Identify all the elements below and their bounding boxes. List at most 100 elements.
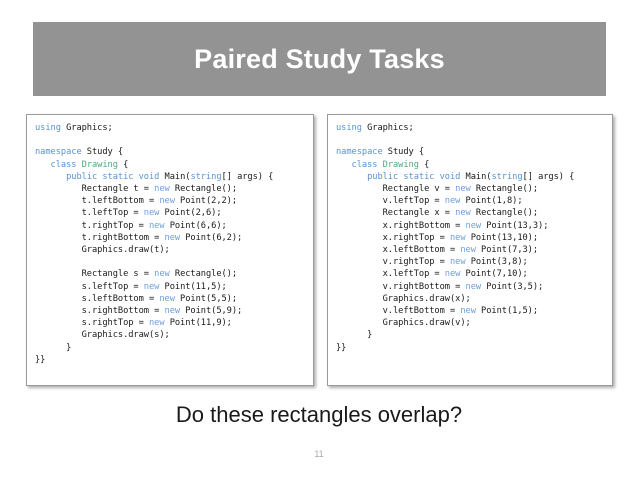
code-line: }}: [336, 342, 612, 354]
code-token: x.rightBottom =: [336, 220, 466, 231]
code-line: s.leftBottom = new Point(5,5);: [35, 293, 313, 305]
code-token: new: [143, 208, 160, 219]
code-line: public static void Main(string[] args) {: [35, 171, 313, 183]
code-line: s.leftTop = new Point(11,5);: [35, 281, 313, 293]
code-token: s.leftTop =: [35, 281, 144, 292]
code-token: namespace: [336, 147, 383, 158]
code-line: t.rightBottom = new Point(6,2);: [35, 232, 313, 244]
code-token: Point(11,9);: [164, 318, 232, 329]
code-token: class: [351, 159, 378, 170]
code-line: x.leftTop = new Point(7,10);: [336, 268, 612, 280]
code-line: v.leftBottom = new Point(1,5);: [336, 305, 612, 317]
code-token: [336, 172, 367, 182]
code-token: }: [35, 342, 72, 353]
code-line: v.rightTop = new Point(3,8);: [336, 256, 612, 268]
code-token: Rectangle v =: [336, 184, 456, 195]
code-token: new: [143, 281, 160, 292]
code-token: Graphics.draw(x);: [336, 293, 471, 304]
code-line: Graphics.draw(v);: [336, 317, 612, 329]
code-token: new: [159, 196, 175, 207]
code-line: }}: [35, 354, 313, 366]
code-panel-left: using Graphics; namespace Study { class …: [26, 114, 314, 386]
code-token: new: [444, 269, 461, 280]
code-line: t.leftTop = new Point(2,6);: [35, 207, 313, 219]
code-token: Rectangle t =: [35, 184, 155, 195]
code-token: class: [50, 159, 77, 170]
code-token: Rectangle();: [169, 269, 238, 280]
code-token: t.rightTop =: [35, 220, 149, 231]
code-token: new: [154, 269, 170, 280]
code-token: string: [190, 171, 222, 182]
code-token: t.leftTop =: [35, 208, 144, 219]
code-token: Graphics;: [361, 123, 414, 133]
code-token: Rectangle();: [470, 184, 539, 195]
code-token: s.rightBottom =: [35, 306, 165, 317]
code-token: }}: [35, 354, 46, 365]
code-token: Point(7,10);: [460, 269, 528, 280]
code-line: x.rightBottom = new Point(13,3);: [336, 220, 612, 232]
code-token: using: [35, 123, 61, 133]
code-token: public static void: [66, 171, 160, 182]
code-token: v.rightTop =: [336, 257, 450, 268]
code-line: class Drawing {: [336, 159, 612, 171]
code-panel-right: using Graphics; namespace Study { class …: [327, 114, 613, 386]
code-line: x.rightTop = new Point(13,10);: [336, 232, 612, 244]
code-line: Graphics.draw(x);: [336, 293, 612, 305]
code-token: Point(1,8);: [460, 196, 523, 207]
code-token: {: [117, 159, 129, 170]
code-token: new: [148, 220, 165, 231]
code-token: Rectangle();: [470, 208, 539, 219]
code-token: Point(1,5);: [475, 306, 539, 317]
code-token: Point(2,6);: [159, 208, 222, 219]
code-token: v.leftBottom =: [336, 306, 461, 317]
code-line: Graphics.draw(s);: [35, 329, 313, 341]
code-line: Graphics.draw(t);: [35, 244, 313, 256]
code-token: Point(5,9);: [180, 306, 243, 317]
code-token: new: [148, 318, 165, 329]
code-token: Point(5,5);: [174, 293, 238, 304]
code-line: x.leftBottom = new Point(7,3);: [336, 244, 612, 256]
code-token: [35, 172, 66, 182]
code-token: s.leftBottom =: [35, 293, 160, 304]
slide-caption: Do these rectangles overlap?: [175, 402, 463, 427]
code-token: new: [164, 306, 181, 317]
code-line: Rectangle t = new Rectangle();: [35, 183, 313, 195]
code-token: {: [418, 159, 430, 170]
code-line: t.rightTop = new Point(6,6);: [35, 220, 313, 232]
code-token: Point(7,3);: [475, 245, 539, 256]
code-token: using: [336, 123, 362, 133]
code-line: [35, 256, 313, 268]
code-token: Main(: [159, 171, 191, 182]
code-line: [35, 134, 313, 146]
code-token: Point(3,5);: [481, 281, 544, 292]
code-token: new: [460, 306, 476, 317]
code-token: [35, 160, 51, 170]
page-number: 11: [314, 449, 324, 459]
code-token: new: [465, 220, 482, 231]
code-token: new: [465, 281, 482, 292]
code-token: Point(13,3);: [481, 220, 549, 231]
code-token: Drawing: [382, 159, 419, 170]
code-token: new: [455, 184, 471, 195]
code-token: Graphics.draw(s);: [35, 330, 170, 341]
code-token: new: [449, 257, 466, 268]
code-line: namespace Study {: [336, 146, 612, 158]
code-token: v.rightBottom =: [336, 281, 466, 292]
code-token: new: [449, 232, 466, 243]
code-token: new: [159, 293, 175, 304]
page-title: Paired Study Tasks: [194, 43, 445, 74]
code-token: x.leftBottom =: [336, 245, 461, 256]
code-line: using Graphics;: [336, 122, 612, 134]
code-line: public static void Main(string[] args) {: [336, 171, 612, 183]
code-line: namespace Study {: [35, 146, 313, 158]
code-token: x.leftTop =: [336, 269, 445, 280]
code-line: using Graphics;: [35, 122, 313, 134]
code-token: Rectangle s =: [35, 269, 155, 280]
code-token: Point(2,2);: [174, 196, 238, 207]
code-token: Rectangle();: [169, 184, 238, 195]
code-token: v.leftTop =: [336, 196, 445, 207]
code-token: x.rightTop =: [336, 232, 450, 243]
code-token: Point(3,8);: [465, 257, 528, 268]
code-token: Graphics.draw(t);: [35, 245, 170, 256]
code-token: }}: [336, 342, 347, 353]
